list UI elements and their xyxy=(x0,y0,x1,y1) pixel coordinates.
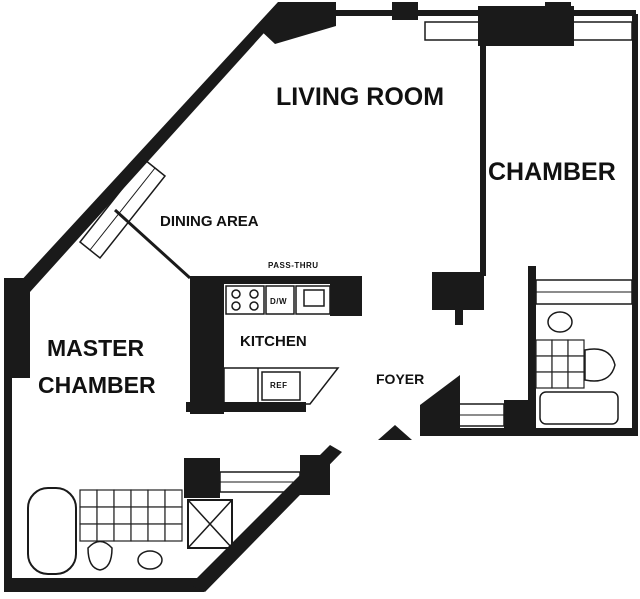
living-room-label: LIVING ROOM xyxy=(276,83,444,111)
chamber-bath xyxy=(443,279,633,427)
dining-area-label: DINING AREA xyxy=(160,213,259,230)
foyer-label: FOYER xyxy=(376,371,424,387)
interior-walls xyxy=(4,40,536,588)
chamber-label: CHAMBER xyxy=(488,158,616,186)
master-chamber-label-line2: CHAMBER xyxy=(38,372,156,398)
refrigerator-label: REF xyxy=(270,381,288,390)
master-chamber-label-line1: MASTER xyxy=(47,335,145,361)
room-labels: LIVING ROOM CHAMBER DINING AREA MASTER C… xyxy=(38,83,616,398)
kitchen-label: KITCHEN xyxy=(240,333,307,350)
pass-thru-label: PASS-THRU xyxy=(268,261,319,270)
windows xyxy=(78,21,633,260)
kitchen-fixtures xyxy=(223,285,340,405)
master-bath xyxy=(27,471,301,575)
dishwasher-label: D/W xyxy=(270,297,287,306)
